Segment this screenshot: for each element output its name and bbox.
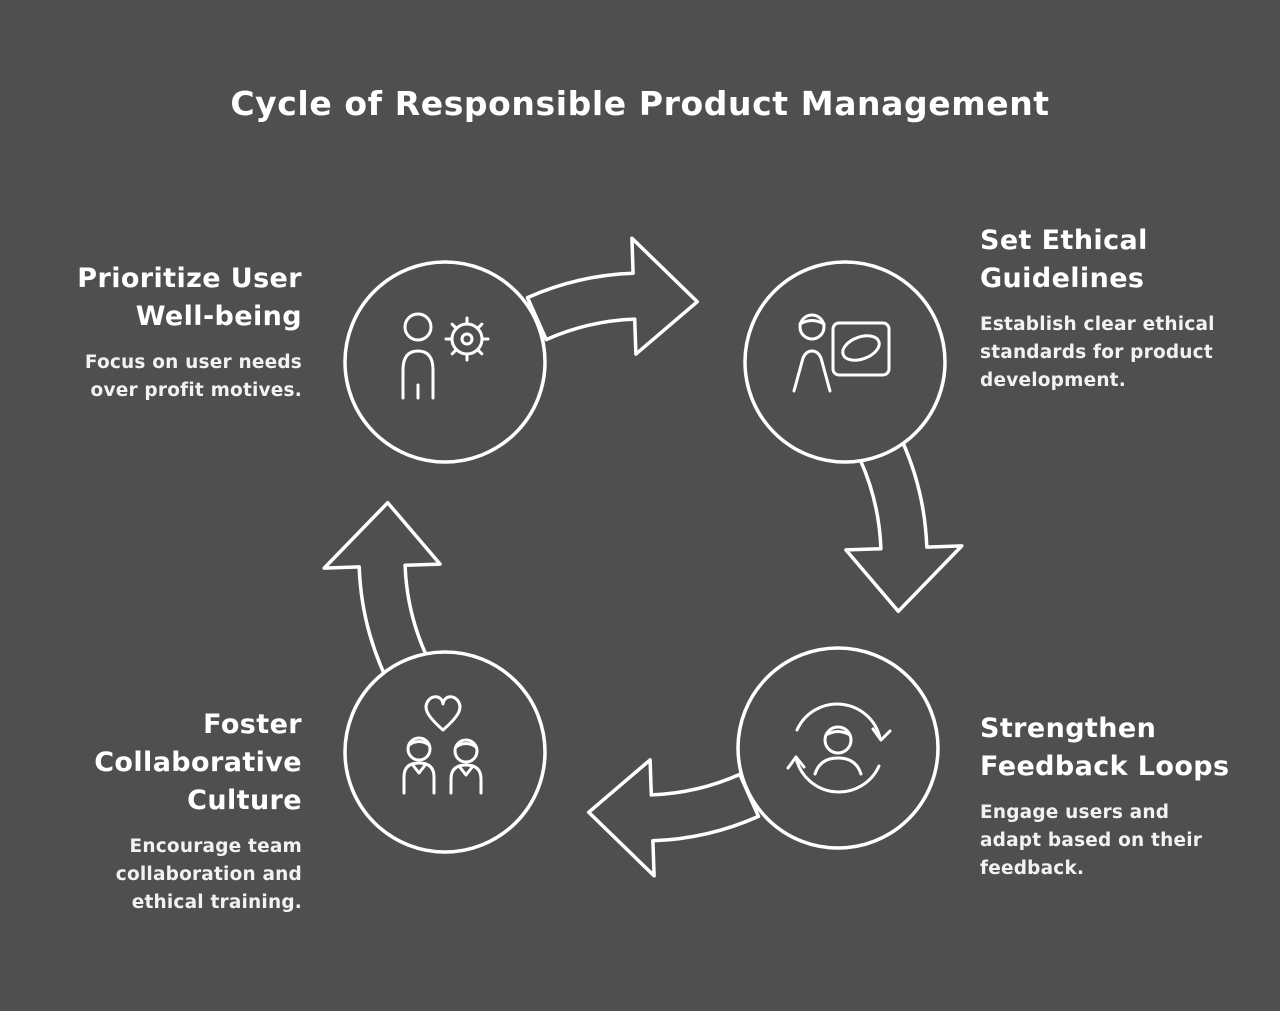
description-line: collaboration and	[115, 864, 302, 885]
step-heading: Set Ethical Guidelines	[980, 222, 1260, 298]
description-line: Engage users and	[980, 802, 1170, 823]
step-description: Establish clear ethical standards for pr…	[980, 311, 1260, 395]
description-line: ethical training.	[131, 892, 302, 913]
step-heading: Foster Collaborative Culture	[20, 706, 302, 820]
step-label-feedback: Strengthen Feedback Loops Engage users a…	[980, 710, 1260, 883]
heading-line: Foster	[203, 709, 302, 740]
heading-line: Feedback Loops	[980, 751, 1230, 782]
step-heading: Prioritize User Well-being	[20, 260, 302, 336]
person-presentation-icon	[792, 313, 891, 393]
step-circle-feedback	[736, 646, 940, 850]
step-description: Engage users and adapt based on their fe…	[980, 799, 1260, 883]
description-line: Establish clear ethical	[980, 314, 1215, 335]
step-circles	[343, 260, 947, 854]
cycle-arrows	[322, 236, 964, 878]
description-line: adapt based on their	[980, 830, 1203, 851]
heading-line: Culture	[187, 785, 302, 816]
heading-line: Set Ethical	[980, 225, 1148, 256]
cycle-arrow-left	[322, 500, 442, 675]
description-line: over profit motives.	[90, 380, 302, 401]
heading-line: Well-being	[135, 301, 302, 332]
step-description: Focus on user needs over profit motives.	[20, 349, 302, 405]
step-label-ethical: Set Ethical Guidelines Establish clear e…	[980, 222, 1260, 395]
cycle-arrow-right	[844, 439, 964, 614]
heading-line: Guidelines	[980, 263, 1145, 294]
description-line: standards for product	[980, 342, 1213, 363]
cycle-arrow-bottom	[586, 758, 761, 878]
description-line: development.	[980, 370, 1126, 391]
step-heading: Strengthen Feedback Loops	[980, 710, 1260, 786]
description-line: Encourage team	[129, 836, 302, 857]
description-line: feedback.	[980, 858, 1085, 879]
person-gear-icon	[401, 312, 490, 400]
heading-line: Strengthen	[980, 713, 1157, 744]
step-circle-culture	[343, 650, 547, 854]
step-circle-ethical	[743, 260, 947, 464]
description-line: Focus on user needs	[84, 352, 302, 373]
team-heart-icon	[402, 695, 483, 795]
cycle-arrow-top	[525, 236, 700, 356]
step-label-culture: Foster Collaborative Culture Encourage t…	[20, 706, 302, 917]
heading-line: Prioritize User	[77, 263, 302, 294]
person-refresh-icon	[786, 702, 892, 794]
step-circle-prioritize	[343, 260, 547, 464]
heading-line: Collaborative	[94, 747, 302, 778]
step-description: Encourage team collaboration and ethical…	[20, 833, 302, 917]
step-label-prioritize: Prioritize User Well-being Focus on user…	[20, 260, 302, 405]
diagram-title: Cycle of Responsible Product Management	[230, 84, 1050, 123]
